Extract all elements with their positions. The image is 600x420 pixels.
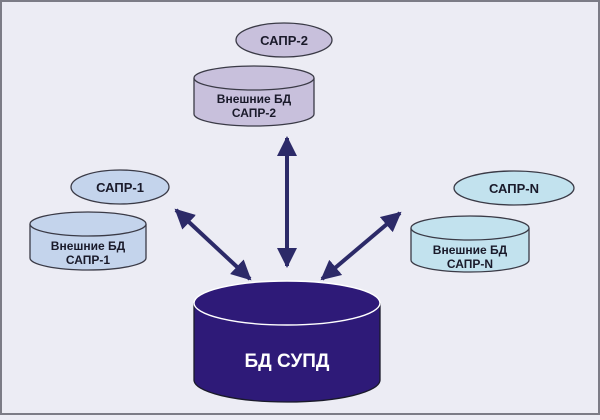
cadn-db-line1: Внешние БД (433, 243, 508, 257)
cad2-db-top (193, 65, 315, 91)
cad1-external-db[interactable]: Внешние БД САПР-1 (29, 211, 147, 271)
cad2-db-line1: Внешние БД (217, 92, 292, 106)
cadn-db-line2: САПР-N (447, 257, 493, 271)
cad2-group: САПР-2 Внешние БД САПР-2 (193, 22, 333, 127)
cadn-label: САПР-N (489, 181, 539, 196)
cad2-db-body (193, 78, 315, 127)
cad1-db-line2: САПР-1 (66, 253, 111, 267)
cad2-db-line2: САПР-2 (232, 106, 277, 120)
cad1-ellipse[interactable] (70, 169, 170, 205)
arrow-cad1-main (174, 208, 252, 281)
cad1-group: САПР-1 Внешние БД САПР-1 (29, 169, 170, 271)
cad1-db-top (29, 211, 147, 237)
cad1-label: САПР-1 (96, 180, 144, 195)
cadn-external-db[interactable]: Внешние БД САПР-N (410, 215, 530, 273)
cad2-ellipse[interactable] (235, 22, 333, 58)
main-db[interactable]: БД СУПД (193, 280, 381, 403)
cadn-db-top (410, 215, 530, 241)
arrow-cadn-main (320, 211, 402, 281)
cad1-db-body (29, 224, 147, 271)
main-db-label: БД СУПД (245, 351, 330, 372)
main-db-top (193, 280, 381, 326)
cad2-label: САПР-2 (260, 33, 308, 48)
cadn-group: САПР-N Внешние БД САПР-N (410, 170, 575, 273)
cad2-external-db[interactable]: Внешние БД САПР-2 (193, 65, 315, 127)
cad1-db-line1: Внешние БД (51, 239, 126, 253)
main-db-body (193, 303, 381, 403)
cadn-ellipse[interactable] (453, 170, 575, 206)
